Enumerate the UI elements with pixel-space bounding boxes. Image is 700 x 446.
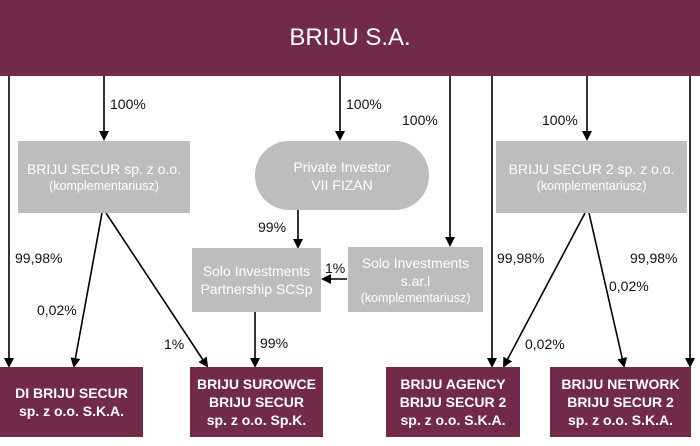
- di-briju-secur-line1: DI BRIJU SECUR: [15, 385, 128, 401]
- briju-surowce-line3: sp. z o.o. Sp.K.: [206, 412, 307, 428]
- briju-secur2-name: BRIJU SECUR 2 sp. z o.o.: [508, 161, 675, 177]
- pct-parent-secur: 100%: [110, 96, 146, 112]
- pct-secur2-network: 0,02%: [609, 278, 649, 294]
- pct-parent-di: 99,98%: [15, 250, 63, 266]
- briju-surowce-box: BRIJU SUROWCE BRIJU SECUR sp. z o.o. Sp.…: [190, 367, 323, 437]
- solo-sarl-role: (komplementariusz): [360, 290, 471, 305]
- edge-secur-surowce: [105, 212, 209, 368]
- private-investor-line1: Private Investor: [293, 158, 391, 175]
- pct-secur-surowce: 1%: [164, 336, 185, 352]
- pct-private-scsp: 99%: [258, 219, 287, 235]
- briju-network-line3: sp. z o.o. S.K.A.: [567, 412, 673, 428]
- solo-sarl-line2: s.ar.l: [400, 272, 431, 289]
- briju-secur-name: BRIJU SECUR sp. z o.o.: [26, 161, 182, 177]
- briju-secur2-box: BRIJU SECUR 2 sp. z o.o. (komplementariu…: [496, 141, 687, 213]
- pct-parent-secur2: 100%: [542, 112, 578, 128]
- pct-secur-di: 0,02%: [37, 302, 77, 318]
- briju-agency-line1: BRIJU AGENCY: [400, 376, 506, 392]
- pct-parent-network: 99,98%: [630, 250, 678, 266]
- solo-scsp-line2: Partnership SCSp: [200, 281, 313, 297]
- solo-scsp-box: Solo Investments Partnership SCSp: [192, 248, 321, 312]
- briju-agency-line3: sp. z o.o. S.K.A.: [400, 412, 506, 428]
- pct-sarl-scsp: 1%: [325, 260, 346, 276]
- briju-network-line1: BRIJU NETWORK: [561, 376, 680, 392]
- private-investor-box: Private Investor VII FIZAN: [255, 141, 429, 210]
- briju-agency-line2: BRIJU SECUR 2: [399, 394, 507, 410]
- pct-parent-sarl: 100%: [402, 112, 438, 128]
- di-briju-secur-box: DI BRIJU SECUR sp. z o.o. S.K.A.: [0, 367, 143, 437]
- briju-surowce-line2: BRIJU SECUR: [209, 394, 304, 410]
- briju-secur2-role: (komplementariusz): [536, 179, 647, 193]
- edge-secur2-network: [588, 212, 628, 368]
- pct-parent-agency: 99,98%: [497, 250, 545, 266]
- private-investor-line2: VII FIZAN: [311, 176, 373, 193]
- solo-scsp-line1: Solo Investments: [202, 263, 311, 279]
- edge-secur-di: [70, 212, 103, 368]
- parent-company-name: BRIJU S.A.: [289, 24, 411, 51]
- briju-network-box: BRIJU NETWORK BRIJU SECUR 2 sp. z o.o. S…: [550, 367, 691, 437]
- solo-sarl-box: Solo Investments s.ar.l (komplementarius…: [348, 247, 483, 312]
- briju-agency-box: BRIJU AGENCY BRIJU SECUR 2 sp. z o.o. S.…: [386, 367, 520, 437]
- pct-secur2-agency: 0,02%: [525, 336, 565, 352]
- briju-secur-role: (komplementariusz): [49, 179, 159, 193]
- parent-company-box: BRIJU S.A.: [0, 0, 700, 76]
- briju-surowce-line1: BRIJU SUROWCE: [196, 376, 316, 392]
- pct-scsp-surowce: 99%: [260, 335, 289, 351]
- briju-network-line2: BRIJU SECUR 2: [567, 394, 674, 410]
- di-briju-secur-line2: sp. z o.o. S.K.A.: [18, 403, 124, 419]
- edge-secur2-agency: [503, 212, 586, 368]
- solo-sarl-line1: Solo Investments: [361, 254, 470, 271]
- pct-parent-private: 100%: [346, 96, 382, 112]
- briju-secur-box: BRIJU SECUR sp. z o.o. (komplementariusz…: [18, 141, 190, 213]
